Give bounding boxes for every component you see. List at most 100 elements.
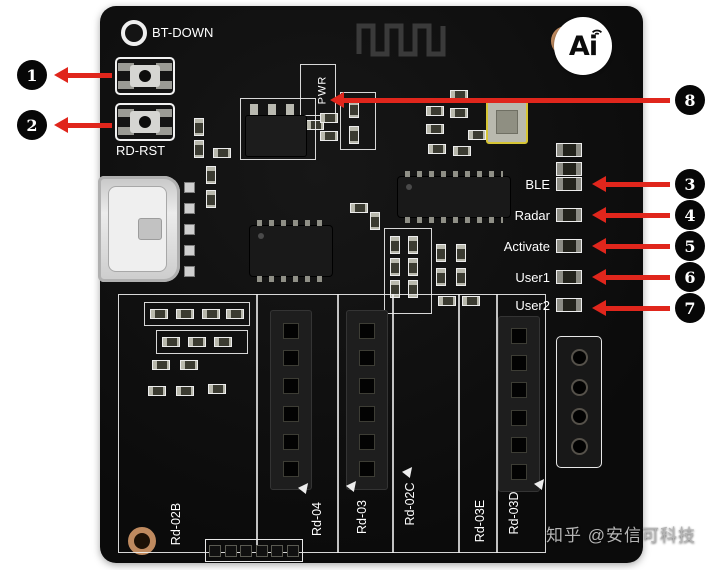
pcb-antenna-icon xyxy=(356,23,446,57)
arrow-to-bt-down xyxy=(54,67,112,83)
smd-component xyxy=(426,124,444,134)
module-header-socket xyxy=(498,316,540,492)
status-led-row: Radar xyxy=(436,206,582,224)
socket-hole xyxy=(359,461,375,478)
callout-4: 4 xyxy=(675,200,705,230)
smd-component xyxy=(350,203,368,213)
module-label-rd03d: Rd-03D xyxy=(507,491,521,535)
regulator-pin xyxy=(286,104,294,119)
silk-box xyxy=(156,330,248,354)
arrow-to-rd-rst xyxy=(54,117,112,133)
socket-hole xyxy=(359,433,375,450)
module-label-rd02c: Rd-02C xyxy=(403,482,417,526)
led-label-ble: BLE xyxy=(525,176,550,192)
footprint-pad xyxy=(286,544,299,557)
module-header-socket xyxy=(270,310,312,490)
through-hole-pad xyxy=(184,266,195,277)
smd-component xyxy=(152,360,170,370)
silk-divider xyxy=(392,294,394,553)
smd-component xyxy=(408,236,418,254)
arrow-to-radar xyxy=(592,207,670,223)
socket-hole xyxy=(283,350,299,367)
footprint-pad xyxy=(255,544,268,557)
smd-component xyxy=(194,118,204,136)
socket-hole xyxy=(359,322,375,339)
smd-component xyxy=(349,126,359,144)
button-cap xyxy=(139,116,151,128)
ic-pins xyxy=(257,276,325,282)
callout-1: 1 xyxy=(17,60,47,90)
arrow-to-ble xyxy=(592,176,670,192)
smd-component xyxy=(456,268,466,286)
bt-down-button xyxy=(115,57,175,95)
mounting-hole xyxy=(121,20,147,46)
ic-pins xyxy=(405,171,503,177)
socket-hole xyxy=(511,409,527,426)
smd-component xyxy=(176,309,194,319)
user1-led xyxy=(556,270,582,284)
socket-hole xyxy=(283,322,299,339)
silk-box xyxy=(340,92,376,150)
socket-hole xyxy=(511,382,527,399)
smd-component xyxy=(176,386,194,396)
smd-component xyxy=(390,236,400,254)
user2-led xyxy=(556,298,582,312)
silk-divider xyxy=(337,294,339,553)
footprint-pad xyxy=(224,544,237,557)
secondary-ic xyxy=(250,220,332,282)
ic-pins xyxy=(257,220,325,226)
rd-rst-label: RD-RST xyxy=(116,143,166,158)
smd-component xyxy=(428,144,446,154)
silk-box xyxy=(384,228,432,314)
led-label-user1: User1 xyxy=(515,269,550,285)
arrow-to-user1 xyxy=(592,269,670,285)
connector-hole xyxy=(570,437,588,455)
smd-component xyxy=(462,296,480,306)
button-body xyxy=(130,111,160,133)
activate-led xyxy=(556,239,582,253)
silk-divider xyxy=(458,294,460,553)
callout-3: 3 xyxy=(675,169,705,199)
led-label-user2: User2 xyxy=(515,297,550,313)
footprint-pad xyxy=(240,544,253,557)
smd-component xyxy=(226,309,244,319)
ic-pins xyxy=(405,217,503,223)
smd-component xyxy=(320,131,338,141)
socket-hole xyxy=(283,378,299,395)
through-hole-pad xyxy=(184,203,195,214)
header-footprint xyxy=(205,539,303,562)
pwr-silk-box xyxy=(300,64,336,116)
module-label-rd04: Rd-04 xyxy=(310,501,324,537)
footprint-pad xyxy=(209,544,222,557)
module-label-rd03e: Rd-03E xyxy=(473,499,487,543)
led-label-activate: Activate xyxy=(503,238,550,254)
callout-5: 5 xyxy=(675,231,705,261)
arrow-to-activate xyxy=(592,238,670,254)
smd-component xyxy=(162,337,180,347)
smd-component xyxy=(453,146,471,156)
smd-component xyxy=(320,113,338,123)
silk-divider xyxy=(256,294,258,553)
arrow-to-user2 xyxy=(592,300,670,316)
regulator-silk-box xyxy=(240,98,316,160)
status-led-row: User1 xyxy=(436,268,582,286)
socket-hole xyxy=(359,378,375,395)
smd-component xyxy=(390,280,400,298)
button-body xyxy=(130,65,160,87)
smd-led xyxy=(556,143,582,157)
through-hole-pad xyxy=(184,224,195,235)
module-area-outline xyxy=(118,294,546,553)
smd-component xyxy=(370,212,380,230)
socket-hole xyxy=(283,461,299,478)
arrow-to-pwr xyxy=(330,92,670,108)
callout-6: 6 xyxy=(675,262,705,292)
smd-component xyxy=(148,386,166,396)
smd-component xyxy=(450,108,468,118)
smd-component xyxy=(206,166,216,184)
smd-component xyxy=(194,140,204,158)
smd-component xyxy=(438,296,456,306)
through-hole-pad xyxy=(184,245,195,256)
logo-text: Ai xyxy=(568,30,598,62)
smd-component xyxy=(214,337,232,347)
